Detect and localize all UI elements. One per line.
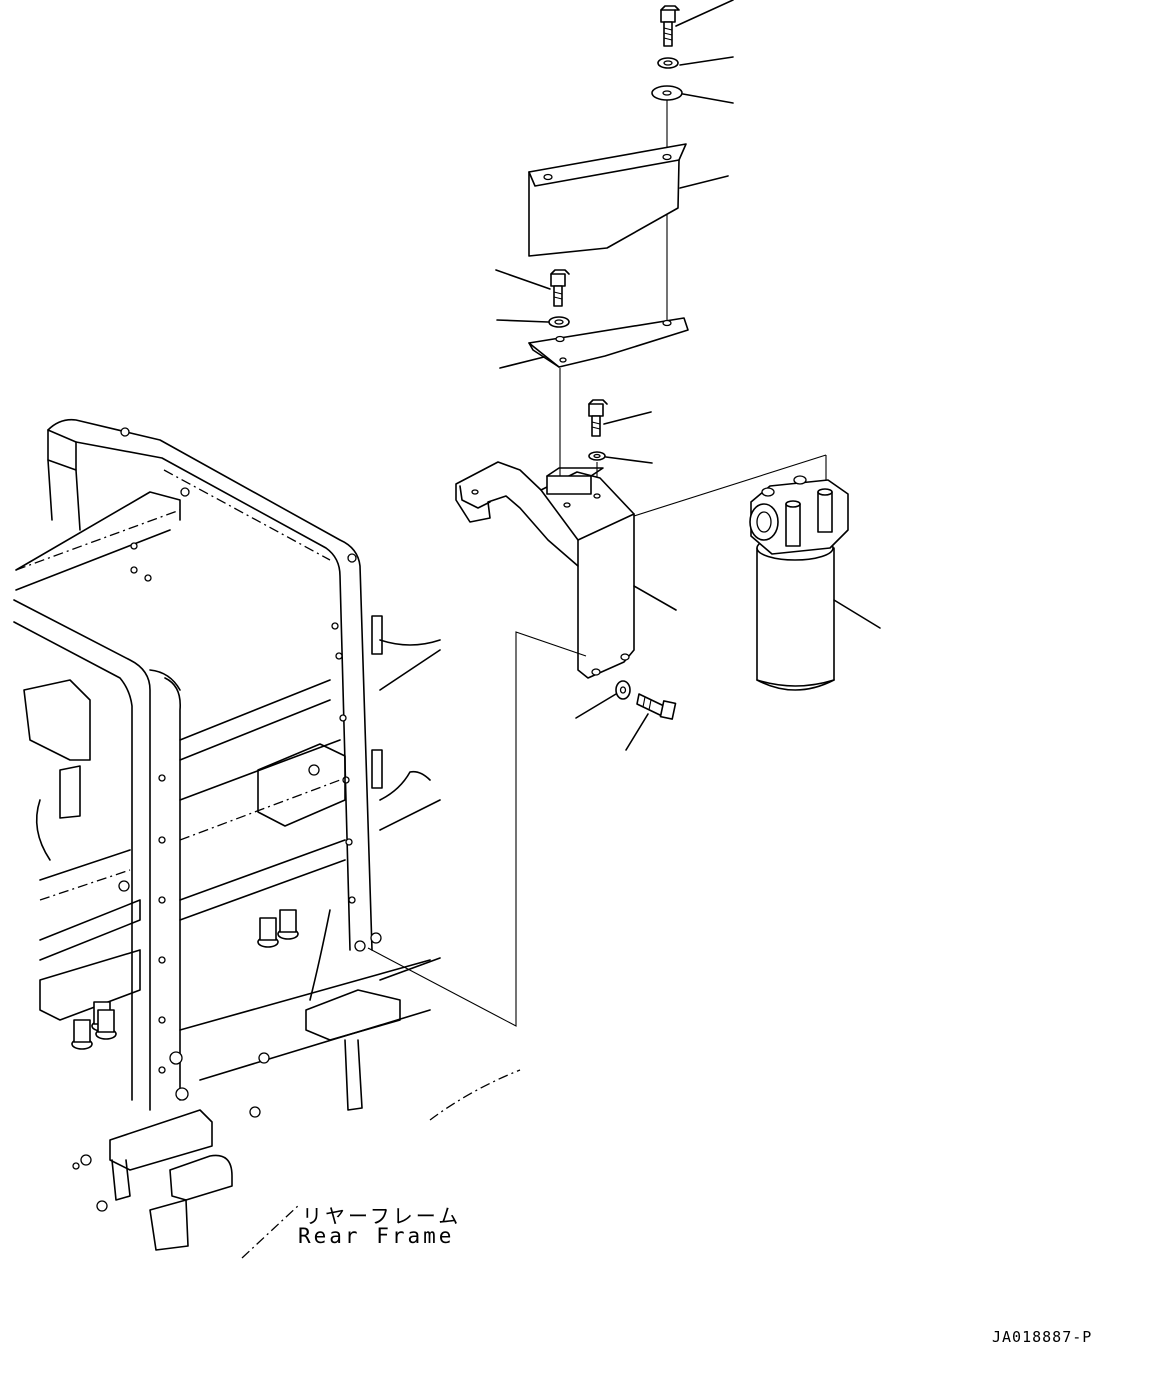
lower-bolt	[588, 399, 608, 437]
drawing-id: JA018887-P	[992, 1328, 1093, 1346]
leader-line	[495, 269, 551, 290]
leader-line	[496, 319, 549, 323]
mount-plate	[528, 317, 689, 368]
leader-line	[682, 93, 734, 104]
cover-plate	[528, 143, 687, 257]
lower-washer	[588, 451, 606, 461]
oil-filter	[749, 475, 849, 691]
leader-line	[603, 411, 652, 425]
rear-frame-label-jp: リヤーフレーム	[302, 1204, 462, 1228]
leader-line	[575, 693, 617, 719]
bottom-bolt	[636, 693, 677, 720]
ground-curve	[429, 1069, 521, 1121]
center-line	[633, 454, 827, 517]
leader-line	[625, 713, 649, 751]
leader-line	[605, 456, 653, 464]
leader-line	[499, 356, 545, 369]
leader-line	[679, 56, 734, 66]
leader-line	[679, 175, 729, 189]
frame-leader-line	[367, 631, 587, 1027]
flat-washer-top	[651, 85, 683, 101]
frame-bolt	[71, 909, 299, 1050]
rear-frame-label-en: Rear Frame	[298, 1224, 455, 1248]
middle-washer	[548, 316, 570, 328]
leader-line	[675, 0, 734, 27]
leader-line	[833, 599, 881, 629]
middle-bolt	[550, 269, 570, 307]
lock-washer-top	[657, 57, 679, 69]
filter-bracket	[455, 461, 635, 679]
rear-frame	[13, 418, 441, 1251]
top-bolt	[660, 5, 680, 47]
leader-line	[633, 585, 677, 611]
ground-line	[241, 1203, 301, 1259]
bottom-washer	[615, 680, 631, 700]
